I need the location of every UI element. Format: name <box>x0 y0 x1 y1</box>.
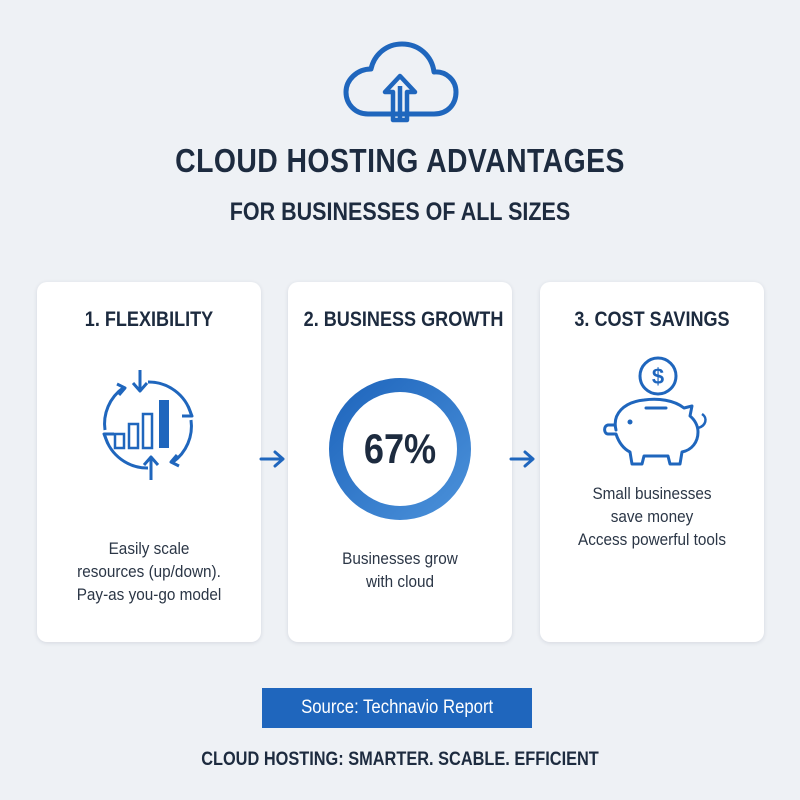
page-subtitle: FOR BUSINESSES OF ALL SIZES <box>229 198 571 226</box>
description-line: Businesses grow <box>342 549 458 568</box>
progress-ring-icon <box>329 378 471 520</box>
cloud-upload-icon <box>343 41 459 123</box>
arrow-right-icon <box>259 450 285 468</box>
description-line: resources (up/down). <box>77 562 221 581</box>
arrow-right-icon <box>509 450 535 468</box>
scaling-bar-chart-icon <box>102 370 194 480</box>
tagline: CLOUD HOSTING: SMARTER. SCABLE. EFFICIEN… <box>201 749 599 770</box>
card-flexibility: 1. FLEXIBILITY Easily scale resources (u… <box>37 282 261 642</box>
description-line: Easily scale <box>108 539 190 558</box>
description-line: save money <box>610 507 694 526</box>
source-label: Source: Technavio Report <box>300 697 494 718</box>
card-title: 3. COST SAVINGS <box>574 308 730 331</box>
description-line: with cloud <box>365 572 435 591</box>
card-description: Small businesses save money Access power… <box>551 482 753 551</box>
card-description: Easily scale resources (up/down). Pay-as… <box>48 537 250 606</box>
description-line: Access powerful tools <box>578 530 726 549</box>
card-business-growth: 2. BUSINESS GROWTH 67% Businesses grow w… <box>288 282 512 642</box>
page-title: CLOUD HOSTING ADVANTAGES <box>175 142 625 179</box>
piggy-bank-dollar-icon: $ <box>603 356 707 466</box>
description-line: Pay-as you-go model <box>76 585 222 604</box>
svg-text:$: $ <box>652 364 664 389</box>
card-title: 1. FLEXIBILITY <box>84 308 214 331</box>
description-line: Small businesses <box>592 484 712 503</box>
source-badge: Source: Technavio Report <box>262 688 532 728</box>
growth-percentage: 67% <box>363 425 437 472</box>
card-cost-savings: 3. COST SAVINGS $ Small businesses save … <box>540 282 764 642</box>
card-title: 2. BUSINESS GROWTH <box>303 308 504 331</box>
card-description: Businesses grow with cloud <box>299 547 501 593</box>
